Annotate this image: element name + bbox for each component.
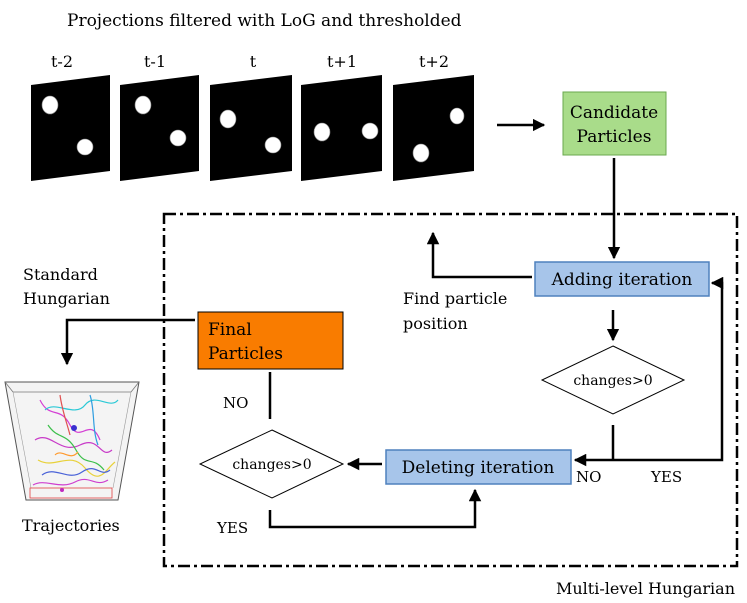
frame-label-t-plus-2: t+2	[419, 52, 449, 71]
find-position-label-line1: Find particle	[403, 289, 507, 308]
decision-left-label: changes>0	[232, 457, 311, 473]
projection-frame-t-minus-1	[120, 75, 199, 181]
arrow-yes-to-adding	[613, 276, 724, 462]
arrow-yes-to-deleting	[268, 488, 482, 529]
projection-frame-t-plus-2	[393, 75, 474, 181]
frame-label-t-minus-1: t-1	[144, 52, 166, 71]
label-yes-left: YES	[216, 519, 248, 537]
standard-hungarian-line1: Standard	[23, 265, 98, 284]
candidate-particles-box: Candidate Particles	[562, 91, 667, 156]
find-position-label-line2: position	[403, 314, 468, 333]
decision-right-label: changes>0	[573, 373, 652, 389]
frame-label-t: t	[250, 52, 257, 71]
label-yes-right: YES	[650, 468, 682, 486]
candidate-label-line1: Candidate	[570, 103, 658, 123]
deleting-iteration-box: Deleting iteration	[385, 449, 572, 485]
multilevel-hungarian-frame	[162, 212, 739, 568]
deleting-iteration-label: Deleting iteration	[402, 458, 555, 478]
arrow-final-to-trajectories	[60, 318, 195, 366]
label-no-right: NO	[576, 468, 601, 486]
final-label-line1: Final	[208, 320, 252, 340]
diagram-title: Projections filtered with LoG and thresh…	[67, 11, 462, 31]
multilevel-hungarian-label: Multi-level Hungarian	[556, 579, 735, 598]
adding-iteration-label: Adding iteration	[551, 270, 693, 290]
decision-left: changes>0	[198, 429, 345, 499]
candidate-label-line2: Particles	[577, 127, 652, 147]
label-no-left: NO	[223, 394, 248, 412]
final-label-line2: Particles	[208, 344, 283, 364]
projection-frame-t-minus-2	[31, 75, 110, 181]
trajectories-illustration	[4, 381, 140, 501]
arrow-adding-to-find-position	[426, 231, 532, 279]
adding-iteration-box: Adding iteration	[534, 261, 710, 297]
trajectories-label: Trajectories	[22, 516, 120, 535]
projection-frame-t	[210, 75, 292, 181]
frame-label-t-minus-2: t-2	[51, 52, 73, 71]
projection-frame-t-plus-1	[301, 75, 382, 181]
frame-label-t-plus-1: t+1	[327, 52, 357, 71]
final-particles-box: Final Particles	[197, 311, 344, 370]
decision-right: changes>0	[540, 345, 686, 415]
standard-hungarian-line2: Hungarian	[23, 289, 110, 308]
